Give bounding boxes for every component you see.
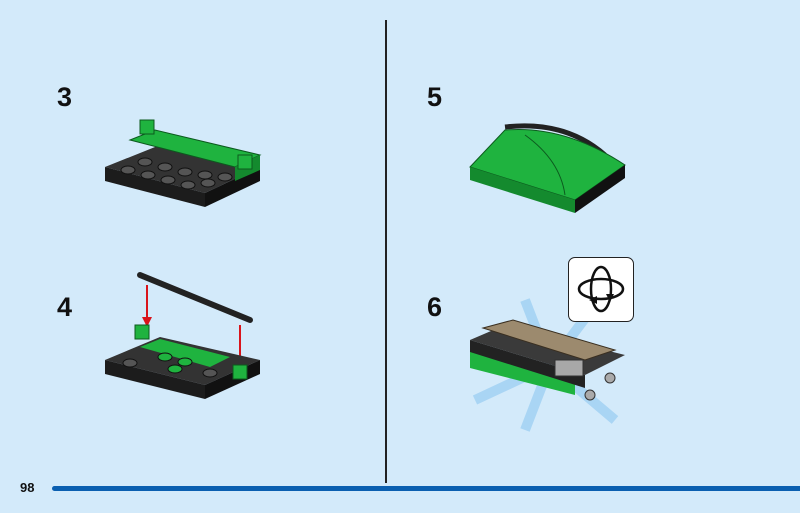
step-number-6: 6 (427, 292, 443, 322)
step-4-illustration (105, 272, 260, 399)
rotate-model-icon (568, 257, 634, 322)
page-number: 98 (20, 480, 35, 495)
step-number-4: 4 (57, 292, 73, 322)
footer-bar (52, 486, 800, 491)
step-5-illustration (469, 123, 626, 213)
page-divider (385, 20, 387, 483)
step-number-5: 5 (427, 82, 443, 112)
step-6-illustration (470, 298, 625, 432)
step-number-3: 3 (57, 82, 73, 112)
step-3-illustration (105, 119, 262, 207)
